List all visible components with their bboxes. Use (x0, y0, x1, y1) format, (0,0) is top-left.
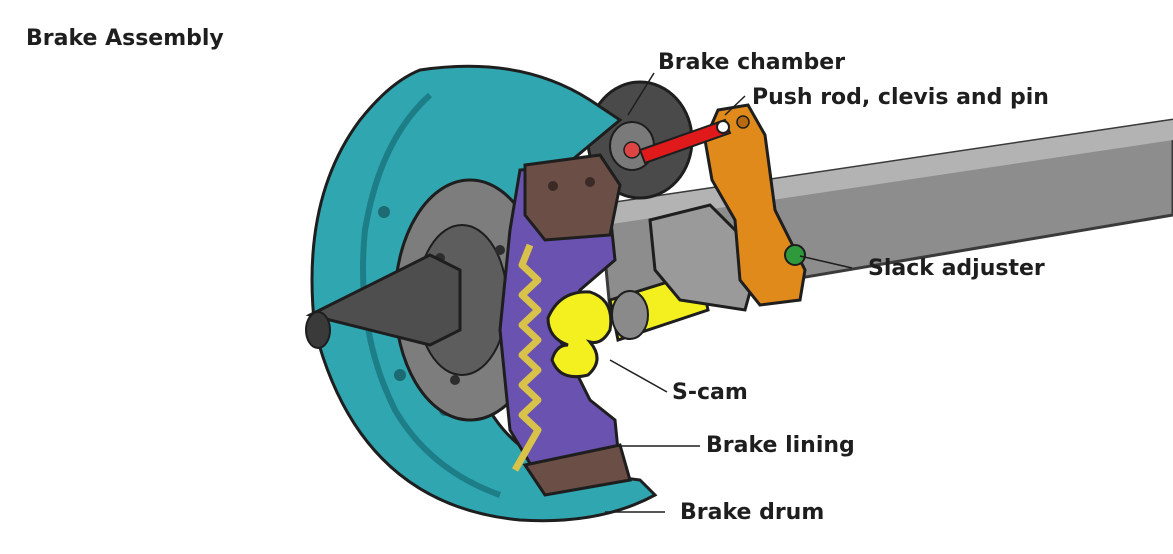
axle-spindle (305, 253, 462, 349)
slack-adjuster-leader (799, 255, 853, 269)
s-cam-leader (609, 359, 668, 393)
label-brake-chamber: Brake chamber (658, 50, 846, 75)
label-brake-lining: Brake lining (706, 433, 855, 458)
label-brake-drum: Brake drum (680, 500, 825, 525)
label-push-rod: Push rod, clevis and pin (752, 85, 1049, 110)
brake-chamber-leader (627, 72, 655, 116)
return-spring (511, 243, 542, 472)
push-rod (638, 118, 732, 165)
leader-lines (605, 72, 853, 513)
brake-lining-blocks (522, 153, 632, 497)
diagram-title: Brake Assembly (26, 26, 224, 51)
label-slack-adjuster: Slack adjuster (868, 256, 1045, 281)
label-s-cam: S-cam (672, 380, 748, 405)
slack-adjuster (703, 103, 807, 307)
cam-bracket (648, 203, 762, 312)
push-rod-leader (724, 95, 746, 116)
